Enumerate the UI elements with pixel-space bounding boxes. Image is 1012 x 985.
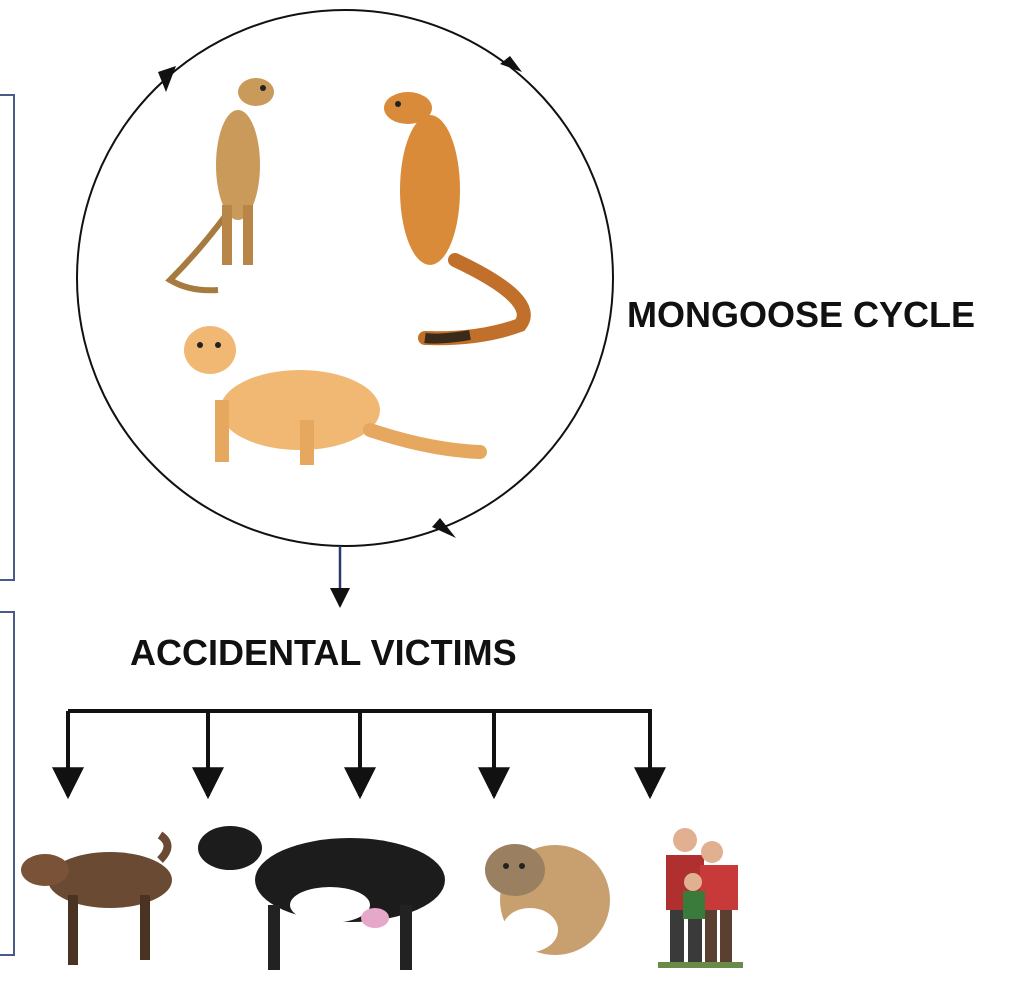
cycle-circle bbox=[77, 10, 613, 546]
cycle-label: MONGOOSE CYCLE bbox=[627, 294, 975, 335]
victims-bracket bbox=[68, 711, 652, 796]
cycle-arrow-icon bbox=[432, 518, 456, 538]
left-frame bbox=[0, 95, 14, 955]
humans-icon bbox=[658, 828, 743, 968]
cow-icon bbox=[198, 826, 445, 970]
victims-label: ACCIDENTAL VICTIMS bbox=[130, 632, 517, 673]
mongoose-cycle bbox=[77, 10, 613, 546]
yellow-mongoose-icon bbox=[184, 326, 480, 465]
meerkat-icon bbox=[170, 78, 274, 290]
cycle-arrow-icon bbox=[158, 66, 176, 92]
cat-icon bbox=[485, 844, 610, 955]
dog-icon bbox=[21, 835, 172, 965]
cycle-arrow-icon bbox=[500, 56, 522, 72]
mongoose-icon bbox=[384, 92, 524, 339]
